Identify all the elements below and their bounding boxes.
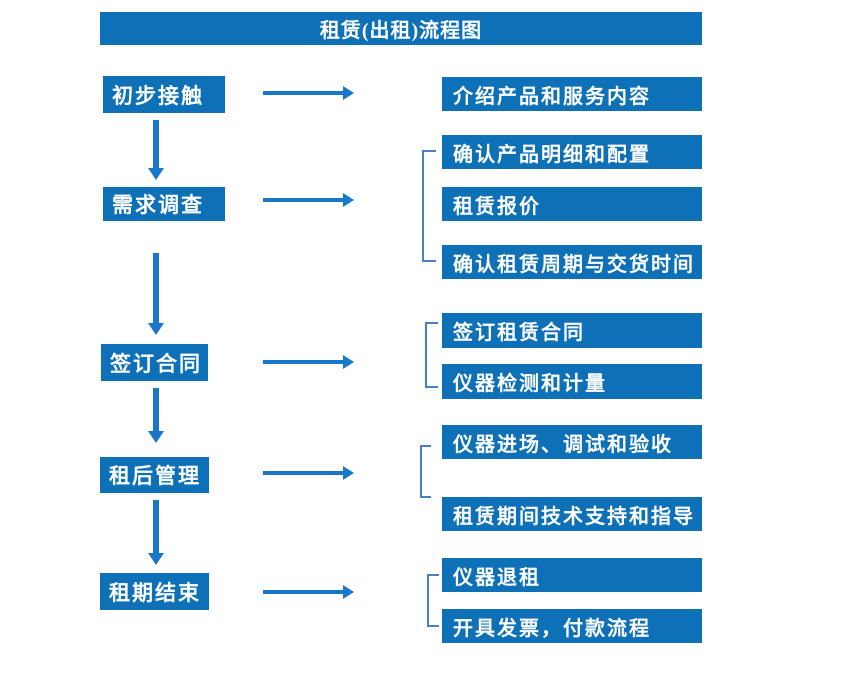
output-box-instrument-return: 仪器退租 (442, 558, 702, 592)
arrow-head (148, 323, 164, 335)
right-arrow-step4 (263, 466, 354, 480)
bracket-step4-outputs (420, 445, 431, 498)
arrow-shaft (153, 388, 159, 431)
output-box-confirm-product-details: 确认产品明细和配置 (442, 135, 702, 169)
output-box-rental-quotation: 租赁报价 (442, 187, 702, 221)
step-box-rental-end: 租期结束 (100, 573, 209, 610)
step-box-initial-contact: 初步接触 (103, 76, 225, 113)
right-arrow-step5 (263, 585, 354, 599)
step-box-demand-survey: 需求调查 (103, 187, 225, 221)
right-arrow-step1 (263, 86, 354, 100)
arrow-head (343, 86, 354, 100)
output-box-instrument-inspection-metering: 仪器检测和计量 (442, 364, 702, 399)
arrow-shaft (263, 471, 344, 475)
arrow-head (148, 431, 164, 443)
arrow-shaft (263, 198, 344, 202)
output-box-technical-support-guidance: 租赁期间技术支持和指导 (442, 497, 702, 531)
arrow-shaft (263, 590, 344, 594)
bracket-step5-outputs (427, 574, 439, 627)
down-arrow-step2-to-step3 (148, 253, 164, 335)
arrow-head (343, 355, 354, 369)
arrow-shaft (263, 360, 344, 364)
bracket-step3-outputs (425, 322, 438, 388)
arrow-head (343, 466, 354, 480)
output-box-invoice-payment-process: 开具发票，付款流程 (442, 609, 702, 643)
right-arrow-step3 (263, 355, 354, 369)
step-box-post-rental-management: 租后管理 (100, 457, 209, 493)
flowchart-title: 租赁(出租)流程图 (100, 12, 702, 45)
output-box-introduce-products-services: 介绍产品和服务内容 (442, 77, 702, 111)
down-arrow-step4-to-step5 (148, 500, 164, 565)
arrow-head (343, 193, 354, 207)
down-arrow-step3-to-step4 (148, 388, 164, 443)
output-box-instrument-entry-debug-acceptance: 仪器进场、调试和验收 (442, 425, 702, 459)
output-box-confirm-rental-period-delivery: 确认租赁周期与交货时间 (442, 245, 702, 279)
arrow-shaft (153, 120, 159, 168)
right-arrow-step2 (263, 193, 354, 207)
bracket-step2-outputs (422, 150, 436, 262)
output-box-sign-rental-contract: 签订租赁合同 (442, 313, 702, 348)
step-box-sign-contract: 签订合同 (101, 344, 208, 381)
arrow-head (148, 168, 164, 180)
down-arrow-step1-to-step2 (148, 120, 164, 180)
arrow-head (148, 553, 164, 565)
arrow-shaft (153, 253, 159, 323)
arrow-shaft (263, 91, 344, 95)
arrow-shaft (153, 500, 159, 553)
arrow-head (343, 585, 354, 599)
